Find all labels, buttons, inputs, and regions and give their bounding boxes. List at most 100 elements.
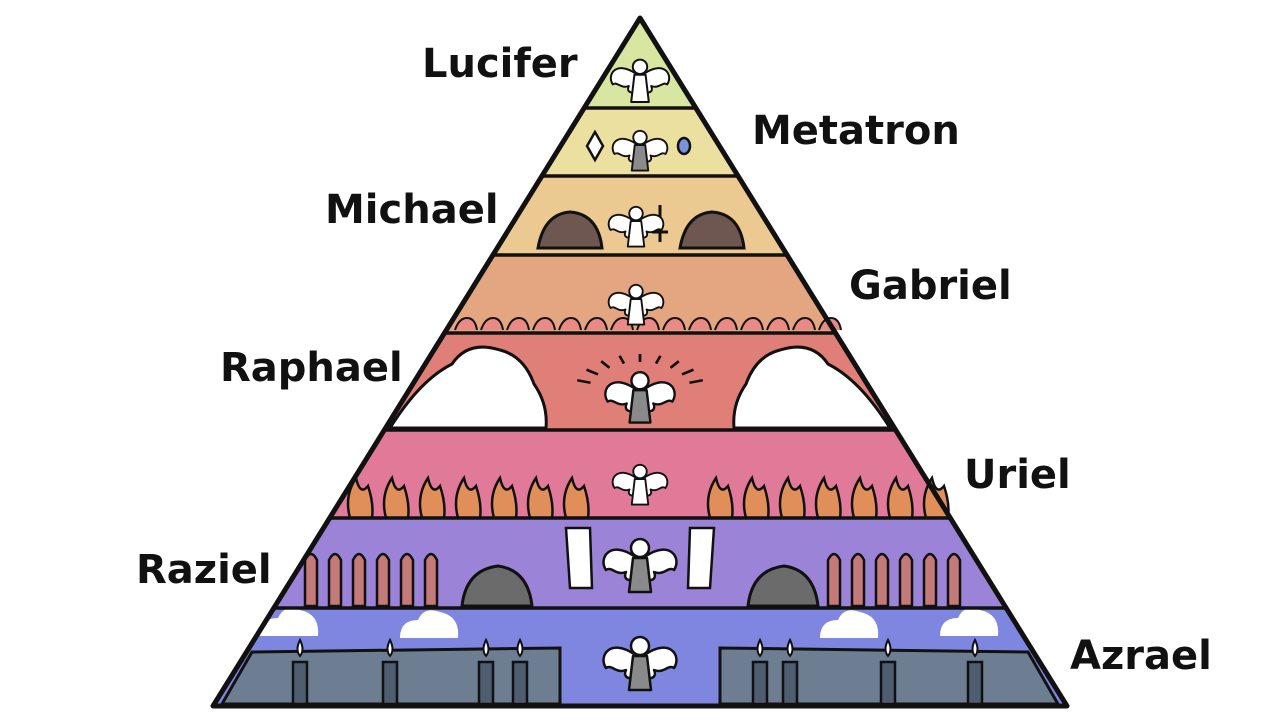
angel-head-icon: [629, 537, 651, 559]
stone-icon: [766, 316, 790, 331]
rock-icon: [536, 210, 604, 250]
fence-post-icon: [874, 552, 890, 608]
radiance-icon: [618, 355, 626, 365]
angel-head-icon: [630, 370, 650, 391]
flame-icon: [346, 474, 374, 520]
stone-icon: [558, 316, 582, 331]
flame-icon: [886, 474, 914, 520]
flame-icon: [526, 474, 554, 520]
scroll-icon: [686, 526, 716, 590]
pyramid-outline: [210, 15, 1070, 709]
angel-icon: [611, 129, 669, 172]
tier-label-uriel: Uriel: [964, 452, 1071, 498]
tier-label-michael: Michael: [325, 187, 499, 233]
flame-icon: [850, 474, 878, 520]
candle-icon: [879, 660, 897, 706]
stone-icon: [740, 316, 764, 331]
flame-icon: [814, 474, 842, 520]
radiance-icon: [689, 379, 703, 384]
fence-post-icon: [898, 552, 914, 608]
tier-label-metatron: Metatron: [752, 108, 960, 154]
angel-head-icon: [632, 463, 648, 480]
fence-post-icon: [826, 552, 842, 608]
cloud-icon: [732, 345, 893, 430]
angel-icon: [611, 463, 669, 506]
flame-icon: [490, 474, 518, 520]
rock-icon: [678, 210, 746, 250]
candle-icon: [966, 660, 984, 706]
angel-head-icon: [628, 205, 644, 222]
tier-label-raziel: Raziel: [136, 547, 272, 593]
candle-icon: [381, 660, 399, 706]
candle-flame-icon: [884, 637, 892, 658]
robe-icon: [627, 654, 653, 692]
flame-icon: [706, 474, 734, 520]
candle-icon: [511, 660, 529, 706]
stone-icon: [506, 316, 530, 331]
candle-flame-icon: [756, 637, 764, 658]
flame-icon: [454, 474, 482, 520]
cloud-icon: [940, 608, 999, 636]
candle-flame-icon: [482, 637, 490, 658]
fence-post-icon: [946, 552, 962, 608]
stone-icon: [792, 316, 816, 331]
cloud-icon: [260, 608, 319, 636]
flame-icon: [382, 474, 410, 520]
angel-head-icon: [632, 129, 648, 146]
radiance-icon: [600, 360, 611, 369]
cloud-icon: [400, 610, 459, 638]
robe-icon: [626, 220, 646, 248]
candle-icon: [291, 660, 309, 706]
tier-label-lucifer: Lucifer: [422, 41, 578, 87]
tier-label-gabriel: Gabriel: [849, 263, 1012, 309]
stone-icon: [662, 316, 686, 331]
stone-icon: [584, 316, 608, 331]
fence-post-icon: [327, 552, 343, 608]
fence-post-icon: [375, 552, 391, 608]
fence-post-icon: [351, 552, 367, 608]
robe-icon: [626, 298, 646, 326]
flame-icon: [418, 474, 446, 520]
angel-icon: [607, 205, 665, 248]
robe-icon: [630, 73, 650, 104]
stone-icon: [480, 316, 504, 331]
tier-label-azrael: Azrael: [1070, 633, 1212, 679]
candle-flame-icon: [516, 637, 524, 658]
candle-flame-icon: [971, 637, 979, 658]
angel-icon: [604, 370, 676, 424]
flame-icon: [562, 474, 590, 520]
angel-icon: [602, 537, 678, 594]
robe-icon: [628, 389, 652, 424]
robe-icon: [630, 144, 650, 172]
diamond-icon: [585, 129, 605, 163]
radiance-icon: [586, 368, 599, 376]
angel-icon: [602, 635, 678, 692]
radiance-icon: [669, 360, 680, 369]
candle-flame-icon: [296, 637, 304, 658]
tier-artwork: [219, 58, 1061, 706]
angel-icon: [607, 283, 665, 326]
stone-icon: [688, 316, 712, 331]
rock-icon: [460, 564, 534, 608]
scroll-icon: [564, 526, 594, 590]
angel-icon: [609, 58, 671, 104]
stone-icon: [454, 316, 478, 331]
candle-icon: [477, 660, 495, 706]
flame-icon: [742, 474, 770, 520]
candle-flame-icon: [386, 637, 394, 658]
fence-post-icon: [303, 552, 319, 608]
orb-icon: [676, 136, 692, 156]
stone-icon: [714, 316, 738, 331]
fence-post-icon: [850, 552, 866, 608]
cloud-icon: [387, 345, 548, 430]
stone-icon: [532, 316, 556, 331]
radiance-icon: [654, 355, 662, 365]
rock-icon: [746, 564, 820, 608]
candle-icon: [781, 660, 799, 706]
tier-label-raphael: Raphael: [220, 345, 403, 391]
robe-icon: [627, 556, 653, 594]
robe-icon: [630, 478, 650, 506]
angel-head-icon: [628, 283, 644, 300]
